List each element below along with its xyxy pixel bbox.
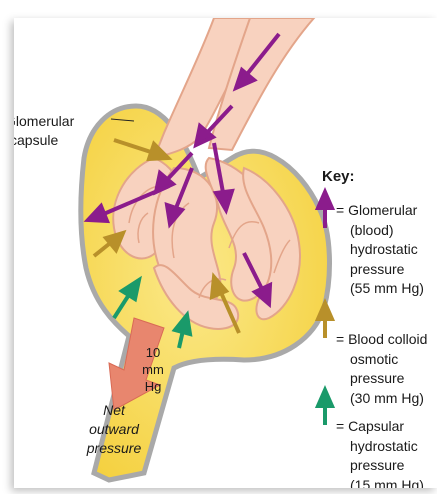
key-arrow-capsular [318,390,332,425]
capsule-label: Glomerular capsule [14,112,110,150]
key-item-capsular: = Capsular hydrostatic pressure (15 mm H… [336,417,424,488]
net-pressure-value: 10 mm Hg [139,344,167,395]
net-outward-pressure-label: Net outward pressure [84,401,144,458]
figure-frame: Glomerular capsule 10 mm Hg Net outward … [14,18,437,488]
capsule-label-line2: capsule [14,131,106,150]
capsule-label-line1: Glomerular [14,112,101,131]
key-title: Key: [322,168,355,185]
key-item-glomerular: = Glomerular (blood) hydrostatic pressur… [336,201,424,299]
key-item-colloid-osmotic: = Blood colloid osmotic pressure (30 mm … [336,330,427,408]
